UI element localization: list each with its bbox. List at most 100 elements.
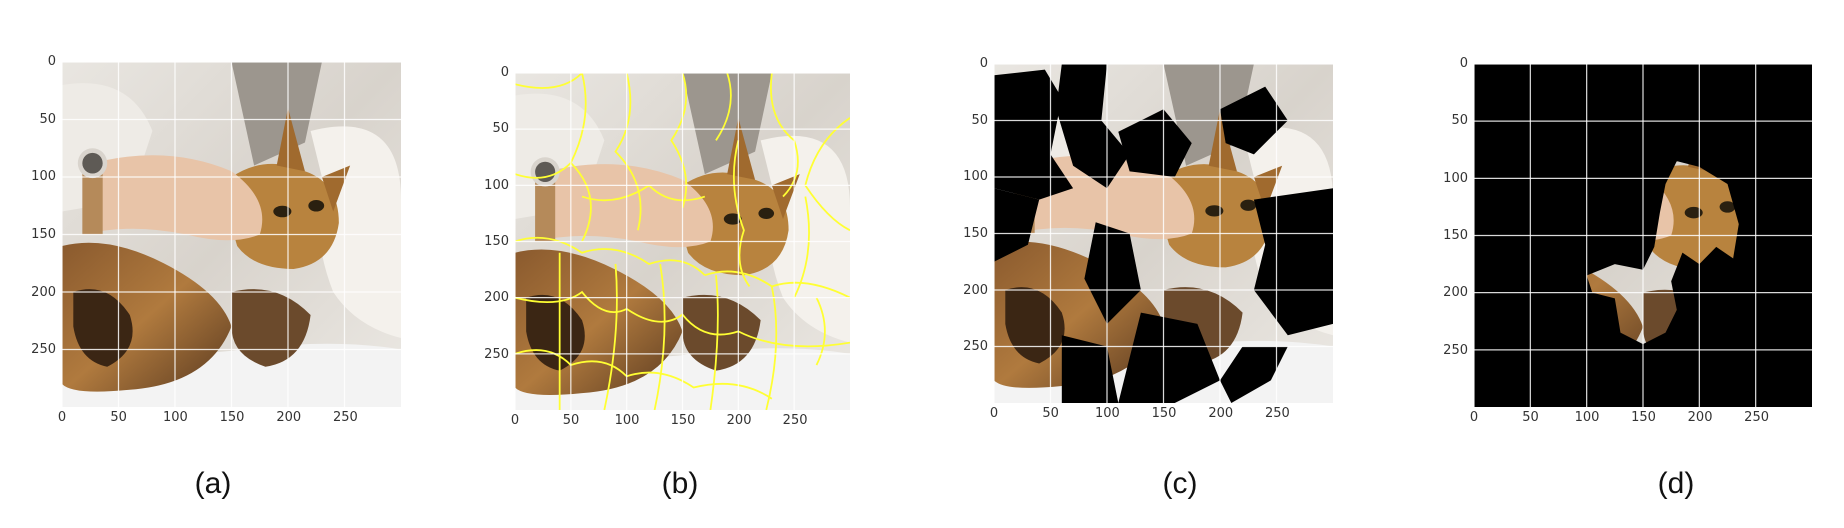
y-tick-label: 200	[963, 282, 988, 298]
black-mask-region	[1056, 64, 1130, 189]
cat-leg	[231, 289, 311, 367]
curtain	[231, 62, 322, 166]
black-mask-region	[1118, 109, 1192, 177]
y-tick-label: 0	[500, 65, 509, 80]
x-tick-label: 200	[726, 413, 752, 428]
x-tick-label: 250	[1744, 410, 1769, 425]
segment-boundary	[614, 73, 642, 231]
image-content	[515, 73, 850, 410]
x-tick-label: 250	[333, 410, 358, 425]
segment-boundary	[515, 162, 572, 179]
black-mask-region	[1061, 335, 1119, 403]
cat-eye	[1205, 205, 1224, 217]
y-tick-label: 0	[47, 54, 56, 69]
x-tick-label: 250	[782, 413, 808, 428]
black-mask-region	[1118, 312, 1220, 403]
segment-boundary	[515, 236, 706, 276]
cat-stripe	[1005, 287, 1065, 364]
segment-boundary	[732, 140, 751, 287]
segment-boundary	[603, 263, 618, 410]
y-tick-label: 50	[492, 121, 509, 137]
x-tick-label: 0	[510, 413, 520, 428]
black-mask-region	[1253, 188, 1333, 336]
segment-boundary	[670, 73, 688, 209]
watch-strap	[535, 174, 556, 242]
segment-boundary	[704, 270, 850, 299]
segment-boundary	[515, 290, 628, 313]
image-content	[994, 64, 1333, 403]
x-tick-label: 150	[219, 410, 245, 425]
y-tick-label: 150	[1443, 228, 1468, 244]
watch-face	[535, 161, 556, 182]
segment-boundary	[648, 184, 706, 202]
x-tick-label: 200	[1208, 406, 1234, 421]
watch-face	[82, 152, 103, 174]
y-tick-label: 100	[1443, 170, 1468, 186]
x-tick-label: 150	[1631, 410, 1656, 425]
x-tick-label: 50	[1042, 406, 1059, 421]
y-tick-label: 150	[484, 234, 509, 250]
cat-eye	[273, 205, 292, 218]
cat-ear	[1208, 109, 1237, 172]
y-tick-label: 250	[31, 342, 56, 358]
image-plot	[515, 73, 850, 410]
x-tick-label: 50	[1522, 410, 1539, 425]
cat-leg	[682, 294, 761, 371]
y-tick-label: 200	[1443, 285, 1468, 301]
cat-eye	[308, 200, 325, 212]
cat-eye	[758, 207, 775, 220]
panel-caption: (a)	[194, 467, 232, 500]
x-tick-label: 200	[276, 410, 302, 425]
x-tick-label: 250	[1265, 406, 1290, 421]
black-mask-region	[1220, 346, 1288, 403]
cat-stripe	[526, 294, 585, 371]
cat-stripe	[73, 289, 133, 367]
segment-boundary	[737, 330, 850, 348]
cat-ear	[276, 108, 305, 172]
segment-boundary	[765, 286, 778, 410]
y-tick-label: 50	[1451, 113, 1468, 129]
cat-eye	[1240, 199, 1257, 211]
x-tick-label: 0	[57, 410, 67, 425]
black-mask-region	[994, 69, 1074, 200]
image-content	[1474, 64, 1812, 407]
x-tick-label: 100	[162, 410, 188, 425]
segment-boundary	[709, 275, 719, 410]
y-tick-label: 100	[31, 169, 56, 185]
cat-eye	[1719, 201, 1736, 213]
y-tick-label: 100	[484, 177, 509, 193]
panel-caption: (d)	[1657, 467, 1695, 500]
image-plot	[62, 62, 401, 407]
segment-boundary	[793, 196, 810, 299]
segment-boundary	[815, 297, 826, 366]
segment-boundary	[581, 184, 650, 202]
x-tick-label: 150	[1151, 406, 1177, 421]
y-tick-label: 250	[1443, 342, 1468, 358]
watch-strap	[82, 165, 103, 235]
y-tick-label: 100	[963, 169, 988, 185]
x-tick-label: 150	[670, 413, 696, 428]
x-tick-label: 100	[614, 413, 640, 428]
y-tick-label: 150	[31, 227, 56, 243]
x-tick-label: 100	[1094, 406, 1120, 421]
x-tick-label: 0	[989, 406, 999, 421]
segment-boundary	[626, 371, 773, 400]
curtain	[682, 73, 772, 175]
segment-boundary	[515, 73, 583, 89]
x-tick-label: 50	[562, 413, 580, 428]
x-tick-label: 100	[1574, 410, 1600, 425]
y-tick-label: 50	[39, 111, 56, 127]
panel-caption: (b)	[661, 467, 699, 500]
segment-boundary	[653, 263, 666, 410]
black-mask-group	[994, 64, 1333, 403]
y-tick-label: 200	[484, 290, 509, 306]
cat-eye	[723, 213, 742, 225]
y-tick-label: 150	[963, 226, 988, 242]
y-tick-label: 0	[1459, 56, 1468, 71]
image-plot	[1474, 64, 1812, 407]
y-tick-label: 250	[963, 339, 988, 355]
image-content	[62, 62, 401, 407]
x-tick-label: 200	[1687, 410, 1713, 425]
